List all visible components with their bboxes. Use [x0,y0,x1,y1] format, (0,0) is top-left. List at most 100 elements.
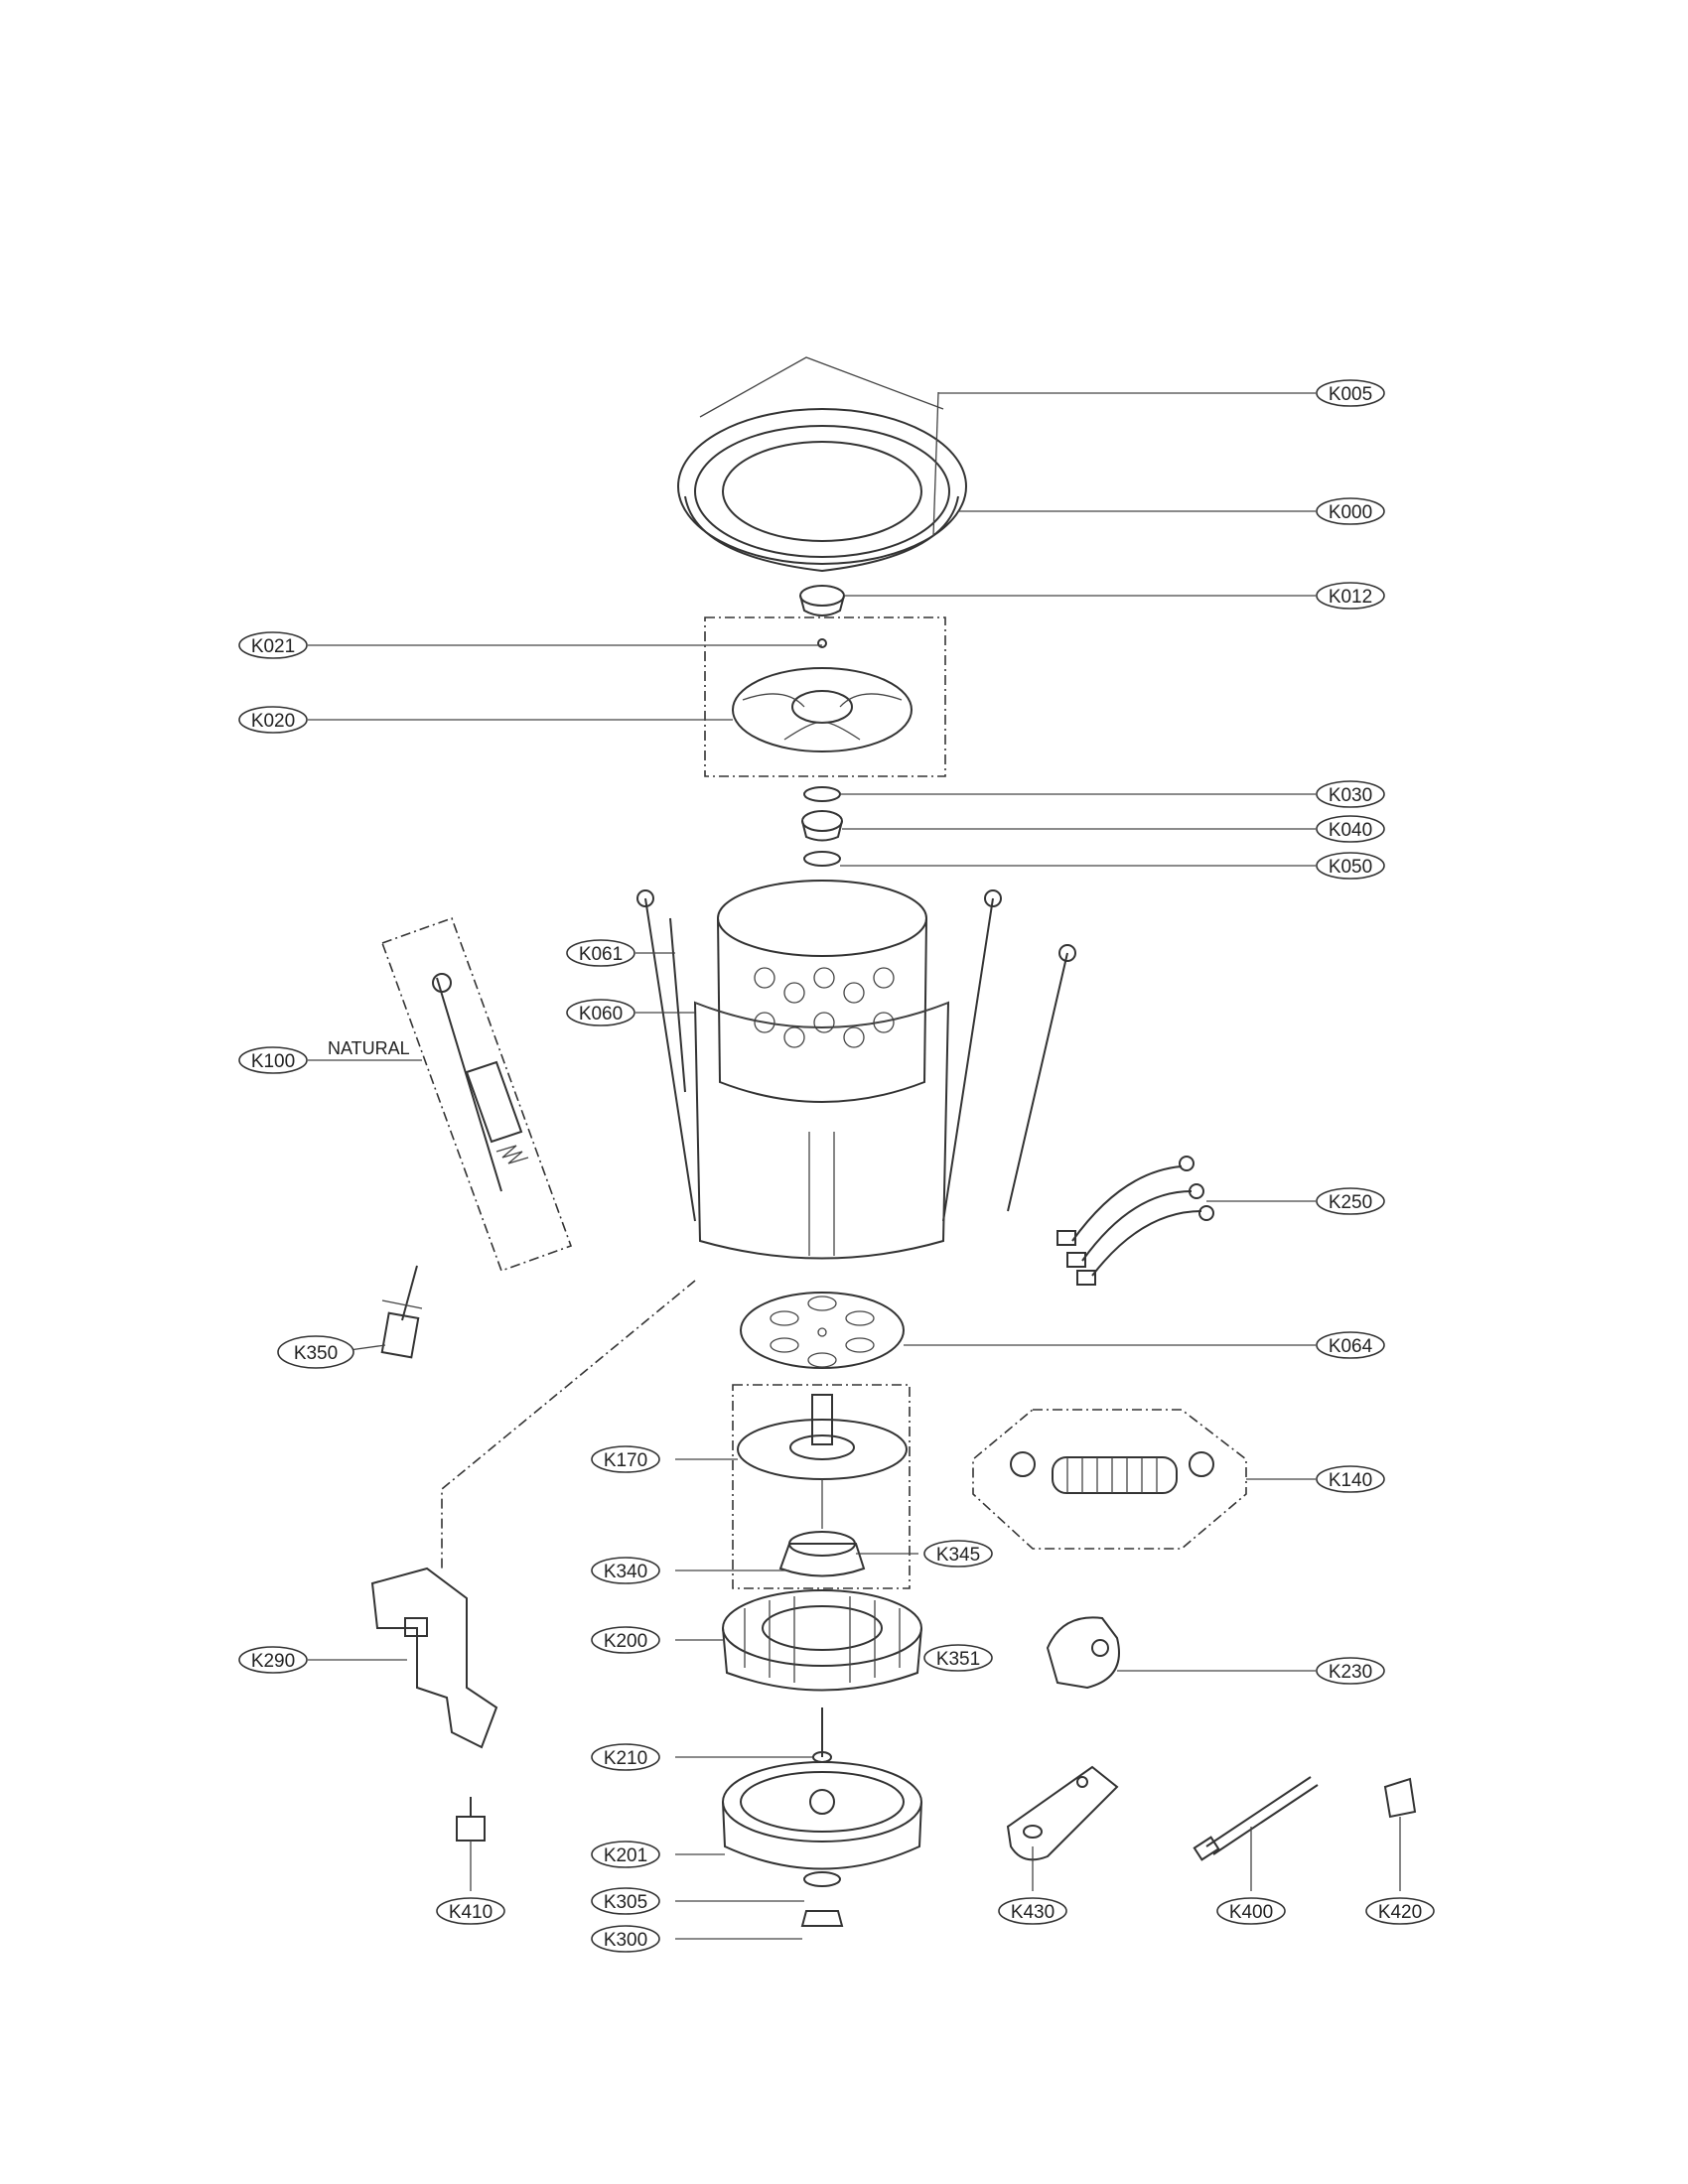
callout-k201: K201 [591,1841,660,1868]
callout-text: K020 [251,711,295,732]
callout-k040: K040 [1316,815,1385,843]
callout-k060: K060 [566,999,635,1026]
callout-k250: K250 [1316,1187,1385,1215]
callout-bubble [591,1626,660,1654]
drain-hose-drawing [972,1409,1247,1550]
callout-k410: K410 [436,1897,505,1925]
rotor-drawing [722,1761,922,1870]
callout-bubble [998,1897,1067,1925]
support-plate-drawing [740,1292,905,1369]
callout-text: K430 [1011,1902,1055,1923]
callout-text: K290 [251,1651,295,1672]
callout-bubble [591,1743,660,1771]
drive-unit-drawing [1046,1616,1120,1690]
callout-text: K012 [1329,587,1372,608]
clip-drawing [1383,1777,1417,1819]
callout-k050: K050 [1316,852,1385,880]
callout-k020: K020 [238,706,308,734]
callout-k012: K012 [1316,582,1385,610]
callout-bubble [1316,1187,1385,1215]
callout-bubble [591,1445,660,1473]
callout-bubble [1316,780,1385,808]
callout-text: K050 [1329,857,1372,878]
callout-bubble [238,706,308,734]
callout-labels: K005K000K012K021K020K030K040K050K061K060… [238,379,1435,1953]
heater-drawing [1193,1776,1319,1861]
callout-text: K410 [449,1902,492,1923]
damper-drawing [380,916,573,1273]
callout-text: K230 [1329,1662,1372,1683]
rotor-fastener-drawing [800,1871,844,1927]
callout-text: K030 [1329,785,1372,806]
cap-drawing [799,585,845,616]
natural-note: NATURAL [328,1038,410,1058]
callout-bubble [591,1557,660,1584]
callout-text: K064 [1329,1336,1373,1357]
wash-basket-drawing [693,880,950,1260]
callout-k021: K021 [238,631,308,659]
callout-text: K201 [604,1845,647,1866]
callout-k420: K420 [1365,1897,1435,1925]
callout-k064: K064 [1316,1331,1385,1359]
callout-bubble [277,1335,354,1369]
clutch-assembly-drawing [732,1384,911,1589]
callout-bubble [1316,852,1385,880]
callout-text: K210 [604,1748,647,1769]
switch-drawing [456,1797,486,1842]
bolt-drawing [812,1707,832,1763]
callout-text: K345 [936,1545,980,1566]
washer-stack-drawing [801,786,843,867]
leader-lines [308,392,1401,1940]
wire-harness-drawing [1056,1156,1214,1286]
callout-text: K000 [1329,502,1372,523]
callout-text: K250 [1329,1192,1372,1213]
tub-cover-drawing [677,356,967,573]
callout-text: K021 [251,636,295,657]
callout-text: K400 [1229,1902,1273,1923]
callout-k005: K005 [1316,379,1385,407]
callout-bubble [238,631,308,659]
callout-k061: K061 [566,939,635,967]
callout-bubble [591,1925,660,1953]
callout-bubble [923,1540,993,1568]
callout-text: K300 [604,1930,647,1951]
callout-bubble [591,1841,660,1868]
callout-text: K140 [1329,1470,1372,1491]
callout-text: K351 [936,1649,980,1670]
callout-text: K060 [579,1004,623,1024]
callout-k100: K100 [238,1046,308,1074]
callout-k350: K350 [277,1335,354,1369]
callout-k140: K140 [1316,1465,1385,1493]
callout-bubble [1316,497,1385,525]
callout-bubble [1316,582,1385,610]
callout-k430: K430 [998,1897,1067,1925]
callout-bubble [566,999,635,1026]
callout-k170: K170 [591,1445,660,1473]
callout-k210: K210 [591,1743,660,1771]
callout-text: K305 [604,1892,647,1913]
callout-k345: K345 [923,1540,993,1568]
callout-text: K200 [604,1631,647,1652]
callout-text: K170 [604,1450,647,1471]
callout-bubble [1316,1331,1385,1359]
callout-k290: K290 [238,1646,308,1674]
callout-bubble [1316,1657,1385,1685]
pump-drawing [370,1280,696,1749]
callout-text: K420 [1378,1902,1422,1923]
callout-bubble [1365,1897,1435,1925]
callout-bubble [1316,379,1385,407]
callout-k400: K400 [1216,1897,1286,1925]
sensor-drawing [380,1265,423,1359]
callout-bubble [1316,1465,1385,1493]
suspension-rods-drawing [636,889,1076,1222]
stator-drawing [722,1589,922,1692]
bracket-drawing [1006,1765,1119,1861]
callout-k230: K230 [1316,1657,1385,1685]
callout-bubble [1216,1897,1286,1925]
callout-k351: K351 [923,1644,993,1672]
callout-text: K340 [604,1562,647,1582]
callout-bubble [1316,815,1385,843]
callout-k340: K340 [591,1557,660,1584]
callout-bubble [566,939,635,967]
callout-bubble [238,1046,308,1074]
